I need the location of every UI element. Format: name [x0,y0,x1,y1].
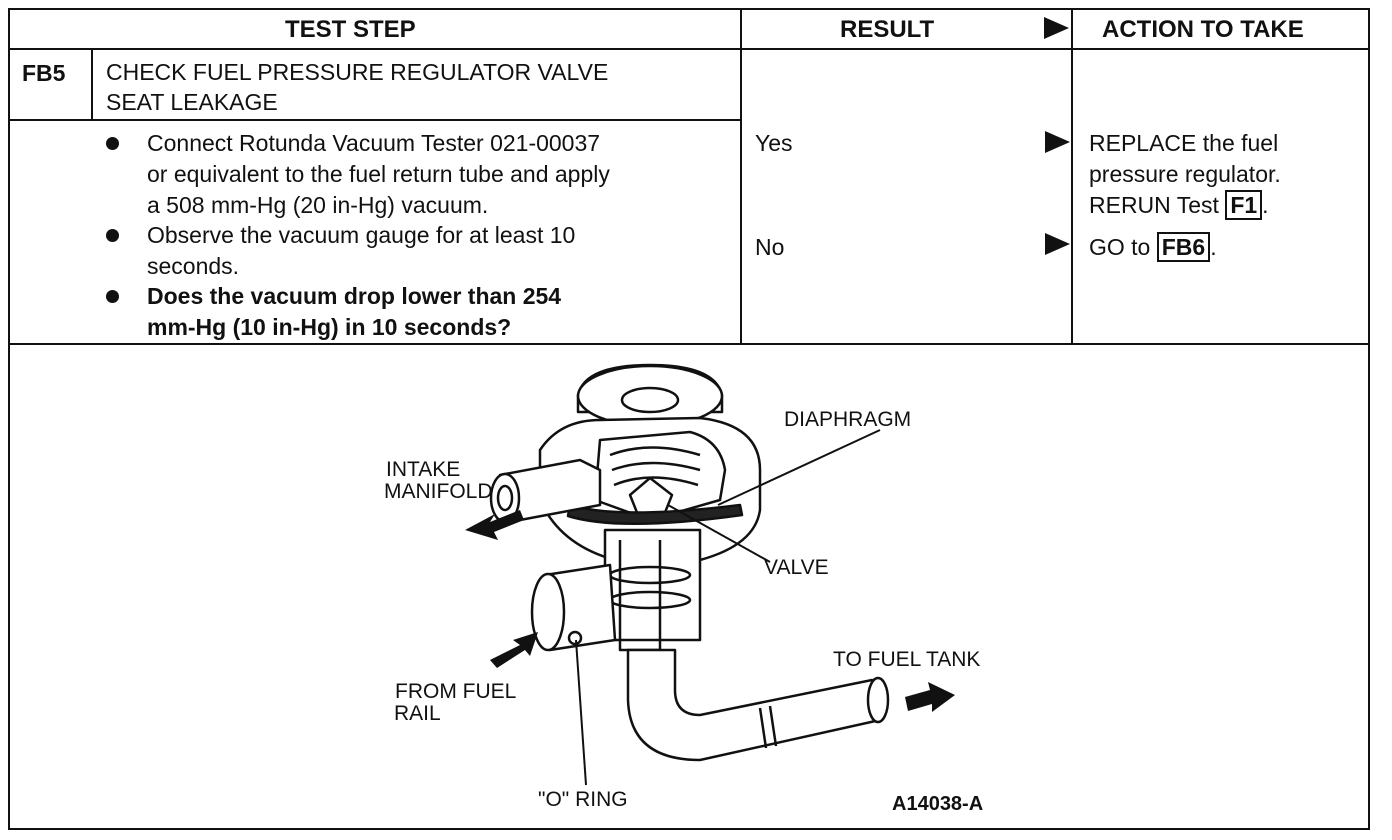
table-border-bottom [8,828,1370,830]
bullet-1-line3: a 508 mm-Hg (20 in-Hg) vacuum. [147,192,489,218]
action-yes-line1: REPLACE the fuel [1089,130,1279,156]
result-no-arrow-icon [1045,233,1070,255]
label-o-ring: "O" RING [538,788,628,811]
o-ring-leader [575,639,587,786]
action-yes-line3: RERUN Test F1. [1089,190,1269,221]
bullet-dot [106,137,119,150]
result-yes-arrow-icon [1045,131,1070,153]
bullet-2-line2: seconds. [147,253,240,279]
action-yes-line2: pressure regulator. [1089,161,1281,187]
header-result: RESULT [840,16,935,43]
figure-top-divider [8,343,1370,345]
label-to-fuel-tank: TO FUEL TANK [833,648,981,671]
action-no-prefix: GO to [1089,234,1151,260]
header-test-step: TEST STEP [285,16,416,43]
intake-flow-arrow-icon [465,510,524,540]
fuel-in-arrow-icon [490,632,538,668]
header-divider [8,48,1370,50]
label-from-fuel-line1: FROM FUEL [395,680,517,703]
action-no: GO to FB6. [1089,232,1217,263]
to-tank-arrow-icon [905,682,955,712]
label-intake-line2: MANIFOLD [384,480,493,503]
table-border-top [8,8,1370,10]
action-no-period: . [1210,234,1217,260]
bullet-dot [106,229,119,242]
table-border-left [8,8,10,830]
label-intake-line1: INTAKE [386,458,461,481]
bullet-1-line1: Connect Rotunda Vacuum Tester 021-00037 [147,130,601,156]
step-title-line1: CHECK FUEL PRESSURE REGULATOR VALVE [106,59,609,85]
step-code-divider [91,48,93,120]
result-column-divider [740,8,742,344]
step-code: FB5 [22,60,66,86]
action-yes-period: . [1262,192,1269,218]
table-border-right [1368,8,1370,830]
diaphragm-leader [717,429,881,506]
test-ref-fb6: FB6 [1156,232,1211,262]
action-column-divider [1071,8,1073,344]
regulator-cap-hole [620,386,680,414]
diaphragm-edge [566,503,744,525]
result-yes: Yes [755,130,793,156]
bullet-3-line2: mm-Hg (10 in-Hg) in 10 seconds? [147,314,512,340]
step-title-line2: SEAT LEAKAGE [106,89,278,115]
return-tube [626,648,882,762]
bullet-3-line1: Does the vacuum drop lower than 254 [147,283,562,309]
action-yes-rerun: RERUN Test [1089,192,1219,218]
valve-leader [667,504,771,563]
return-tube-end [866,676,890,724]
label-from-fuel-line2: RAIL [394,702,441,725]
test-ref-f1: F1 [1225,190,1263,220]
label-valve: VALVE [764,556,829,579]
header-action: ACTION TO TAKE [1102,16,1304,43]
bullet-dot [106,290,119,303]
bullet-1-line2: or equivalent to the fuel return tube an… [147,161,610,187]
result-no: No [755,234,785,260]
label-diaphragm: DIAPHRAGM [784,408,912,431]
figure-id: A14038-A [892,793,984,815]
header-arrow-icon [1044,17,1069,39]
bullet-2-line1: Observe the vacuum gauge for at least 10 [147,222,576,248]
step-title-divider [8,119,742,121]
